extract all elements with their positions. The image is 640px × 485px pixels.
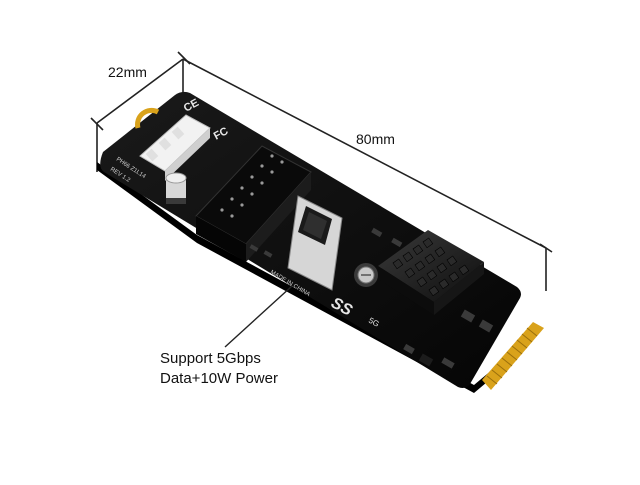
width-label: 22mm [108,64,147,80]
speed-silkscreen: 5G [367,316,381,329]
length-dimension-line [182,58,553,291]
length-label: 80mm [356,131,395,147]
type-e-port [287,195,343,291]
callout-line-1: Support 5Gbps [160,350,261,367]
callout-line-2: Data+10W Power [160,370,278,387]
power-connector [139,114,211,181]
usb3-header [195,145,312,262]
smd-components [249,227,494,369]
mounting-screw [354,263,378,287]
mounting-notch [135,107,160,129]
heatsink [378,230,484,315]
capacitor [165,172,187,204]
feature-callout: Support 5Gbps Data+10W Power [160,349,278,389]
callout-leader-line [224,285,293,348]
